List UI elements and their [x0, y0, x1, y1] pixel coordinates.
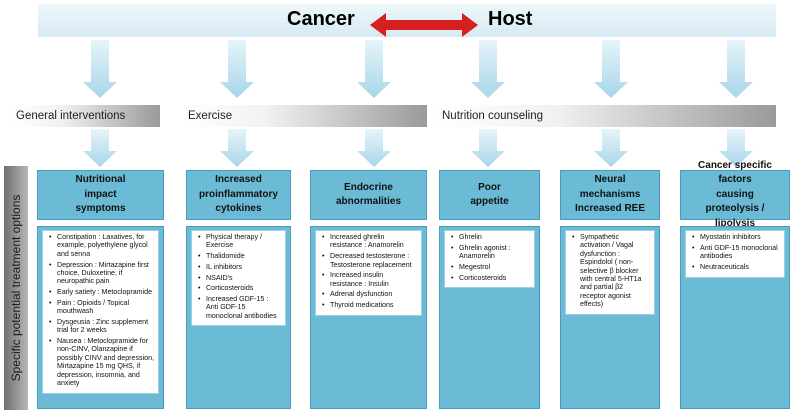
- down-arrow-icon: [719, 40, 753, 98]
- list-item: Neutraceuticals: [692, 263, 780, 272]
- list-box-cancer-factors: Myostatin inhibitors Anti GDF-15 monoclo…: [680, 226, 790, 409]
- list-item: Megestrol: [451, 263, 530, 272]
- double-arrow-icon: [370, 13, 478, 37]
- list-item: Corticosteroids: [198, 284, 281, 293]
- header-box-neural: Neural mechanisms Increased REE: [560, 170, 660, 220]
- down-arrow-icon: [83, 40, 117, 98]
- list-item: Dysgeusia : Zinc supplement trial for 2 …: [49, 318, 154, 335]
- list-item: Decreased testosterone : Testosterone re…: [322, 252, 417, 269]
- down-arrow-icon: [83, 129, 117, 167]
- header-box-cancer-factors: Cancer specific factors causing proteoly…: [680, 160, 790, 229]
- list-box-endocrine: Increased ghrelin resistance : Anamoreli…: [310, 226, 427, 409]
- list-item: Increased insulin resistance : Insulin: [322, 271, 417, 288]
- list-item: Early satiety : Metoclopramide: [49, 288, 154, 297]
- header-box-appetite: Poor appetite: [439, 170, 540, 220]
- list-panel: Ghrelin Ghrelin agonist : Anamorelin Meg…: [444, 230, 535, 289]
- bar-nutrition-counseling: Nutrition counseling: [436, 105, 776, 127]
- list-box-appetite: Ghrelin Ghrelin agonist : Anamorelin Meg…: [439, 226, 540, 409]
- list-panel: Constipation : Laxatives, for example, p…: [42, 230, 159, 394]
- bar-exercise: Exercise: [182, 105, 427, 127]
- header-box-endocrine: Endocrine abnormalities: [310, 170, 427, 220]
- list-box-nutritional-impact: Constipation : Laxatives, for example, p…: [37, 226, 164, 409]
- list-item: Nausea : Metoclopramide for non-CINV, Ol…: [49, 337, 154, 387]
- list-panel: Myostatin inhibitors Anti GDF-15 monoclo…: [685, 230, 785, 278]
- list-item: Increased GDF-15 : Anti GDF-15 monoclona…: [198, 295, 281, 320]
- list-item: Myostatin inhibitors: [692, 233, 780, 242]
- list-item: Sympathetic activation / Vagal dysfuncti…: [572, 233, 650, 309]
- down-arrow-icon: [594, 40, 628, 98]
- header-box-nutritional-impact: Nutritional impact symptoms: [37, 170, 164, 220]
- list-box-cytokines: Physical therapy / Exercise Thalidomide …: [186, 226, 291, 409]
- down-arrow-icon: [357, 129, 391, 167]
- down-arrow-icon: [471, 40, 505, 98]
- list-item: Increased ghrelin resistance : Anamoreli…: [322, 233, 417, 250]
- list-item: Ghrelin: [451, 233, 530, 242]
- down-arrow-icon: [220, 129, 254, 167]
- down-arrow-icon: [220, 40, 254, 98]
- down-arrow-icon: [594, 129, 628, 167]
- list-item: Anti GDF-15 monoclonal antibodies: [692, 244, 780, 261]
- list-item: NSAID's: [198, 274, 281, 283]
- list-panel: Physical therapy / Exercise Thalidomide …: [191, 230, 286, 327]
- list-item: Depression : Mirtazapine first choice, D…: [49, 261, 154, 286]
- down-arrow-icon: [471, 129, 505, 167]
- list-item: IL inhibitors: [198, 263, 281, 272]
- list-panel: Increased ghrelin resistance : Anamoreli…: [315, 230, 422, 316]
- header-box-cytokines: Increased proinflammatory cytokines: [186, 170, 291, 220]
- list-item: Pain : Opioids / Topical mouthwash: [49, 299, 154, 316]
- down-arrow-icon: [357, 40, 391, 98]
- side-label: Specific potential treatment options: [9, 194, 23, 382]
- list-item: Corticosteroids: [451, 274, 530, 283]
- header-cancer-label: Cancer: [287, 8, 355, 30]
- list-panel: Sympathetic activation / Vagal dysfuncti…: [565, 230, 655, 315]
- side-label-bar: Specific potential treatment options: [4, 166, 28, 410]
- list-item: Constipation : Laxatives, for example, p…: [49, 233, 154, 258]
- list-item: Thyroid medications: [322, 301, 417, 310]
- list-item: Thalidomide: [198, 252, 281, 261]
- list-item: Adrenal dysfunction: [322, 290, 417, 299]
- list-item: Ghrelin agonist : Anamorelin: [451, 244, 530, 261]
- down-arrow-icon: [719, 129, 753, 167]
- list-item: Physical therapy / Exercise: [198, 233, 281, 250]
- list-box-neural: Sympathetic activation / Vagal dysfuncti…: [560, 226, 660, 409]
- header-host-label: Host: [488, 8, 533, 30]
- bar-general-interventions: General interventions: [10, 105, 160, 127]
